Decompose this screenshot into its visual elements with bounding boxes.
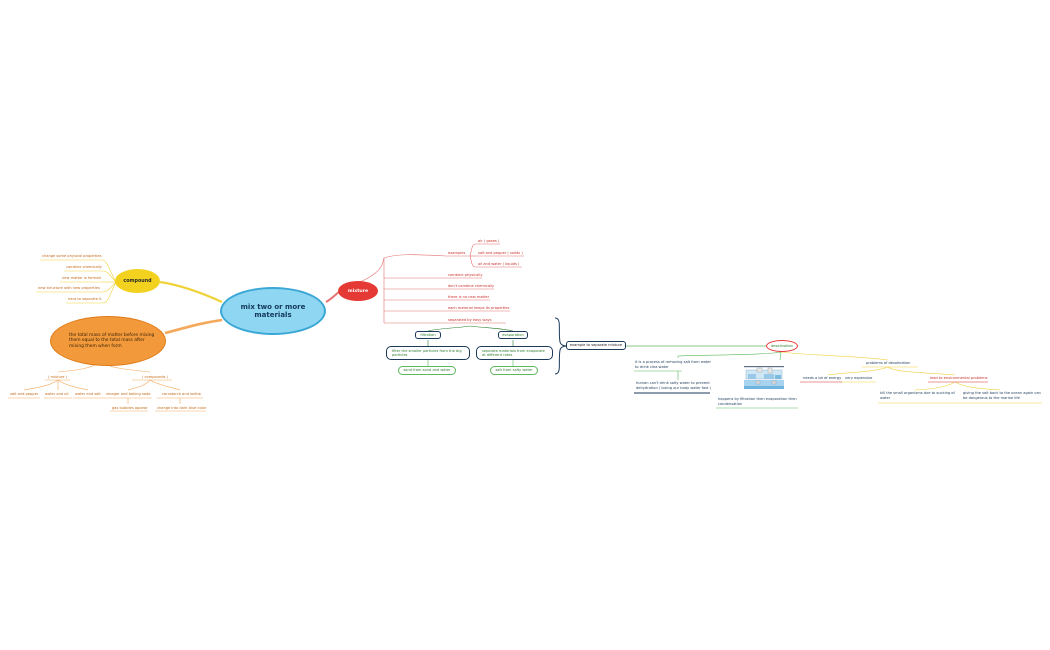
filtration-description[interactable]: filter the smaller particles from the bi… [386, 346, 470, 360]
evaporation-label: evaporation [502, 332, 524, 337]
desalination-label: desalination [771, 343, 793, 348]
compound-item[interactable]: combine chemically [66, 265, 102, 269]
mixture-property[interactable]: there is no new matter [448, 295, 490, 299]
desalination-plant-image [742, 364, 786, 391]
filtration-label: filtration [420, 332, 436, 337]
problem-item[interactable]: needs a lot of energy [803, 376, 842, 380]
environmental-problems-label[interactable]: lead to environmental problems [930, 376, 988, 380]
examples-label[interactable]: examples [448, 251, 466, 255]
problems-label[interactable]: problems of desalination [866, 361, 911, 365]
evaporation-node[interactable]: evaporation [498, 331, 528, 339]
filtration-example[interactable]: sand from sand and water [398, 366, 456, 375]
environmental-problem-item[interactable]: giving the salt back to the ocean again … [963, 391, 1041, 400]
problem-item[interactable]: very expensive [845, 376, 873, 380]
mass-note-node[interactable]: the total mass of matter before mixing t… [50, 316, 166, 366]
compound-label: compound [123, 278, 152, 284]
mass-note-label: the total mass of matter before mixing t… [69, 332, 155, 349]
compound-result[interactable]: gas bubbles appear [112, 406, 148, 410]
desalination-description[interactable]: happens by filtration then evaporation t… [718, 397, 797, 406]
mixture-example[interactable]: water and oil [45, 392, 69, 396]
mixture-example[interactable]: salt and pepper ( solids ) [478, 251, 523, 255]
mixture-property[interactable]: don't combine chemically [448, 284, 495, 288]
compound-item[interactable]: change some physical properties [42, 254, 102, 258]
mixture-label: mixture [347, 288, 369, 294]
filtration-example-text: sand from sand and water [403, 368, 451, 373]
separate-label: example to separate mixture [569, 343, 623, 348]
desalination-node[interactable]: desalination [766, 340, 798, 352]
mixture-example[interactable]: air ( gases ) [478, 239, 500, 243]
compound-example[interactable]: vinegar and baking soda [106, 392, 151, 396]
compounds-branch-label[interactable]: ( compounds ) [142, 375, 168, 379]
mixture-property[interactable]: combine physically [448, 273, 483, 277]
compound-node[interactable]: compound [115, 269, 160, 293]
mixture-example[interactable]: water and salt [75, 392, 101, 396]
desalination-description[interactable]: human can't drink salty water to prevent… [636, 381, 711, 390]
mixture-node[interactable]: mixture [338, 281, 378, 301]
filtration-description-text: filter the smaller particles from the bi… [392, 348, 462, 357]
evaporation-description[interactable]: separate materials from evaporate at dif… [476, 346, 553, 360]
mixture-branch-label[interactable]: ( mixture ) [48, 375, 68, 379]
mixture-property[interactable]: separated by easy ways [448, 318, 492, 322]
compound-item[interactable]: new structure with new properties [38, 286, 100, 290]
evaporation-description-text: separate materials from evaporate at dif… [482, 348, 545, 357]
compound-item[interactable]: hard to separate it [68, 297, 102, 301]
separate-node[interactable]: example to separate mixture [566, 341, 626, 350]
environmental-problem-item[interactable]: kill the small organisms due to sucking … [880, 391, 955, 400]
mixture-example[interactable]: salt and pepper [10, 392, 39, 396]
evaporation-example[interactable]: salt from salty water [490, 366, 538, 375]
compound-example[interactable]: cornstarch and iodine [162, 392, 202, 396]
central-topic-label: mix two or more materials [240, 302, 306, 320]
mixture-property[interactable]: each material keeps its properties [448, 306, 510, 310]
compound-item[interactable]: new matter is formed [62, 276, 101, 280]
compound-result[interactable]: change into dark blue color [157, 406, 207, 410]
desalination-description[interactable]: it is a process of removing salt from wa… [635, 360, 711, 369]
filtration-node[interactable]: filtration [415, 331, 441, 339]
mixture-example[interactable]: oil and water ( liquids ) [478, 262, 520, 266]
evaporation-example-text: salt from salty water [495, 368, 533, 373]
central-topic[interactable]: mix two or more materials [220, 287, 326, 335]
